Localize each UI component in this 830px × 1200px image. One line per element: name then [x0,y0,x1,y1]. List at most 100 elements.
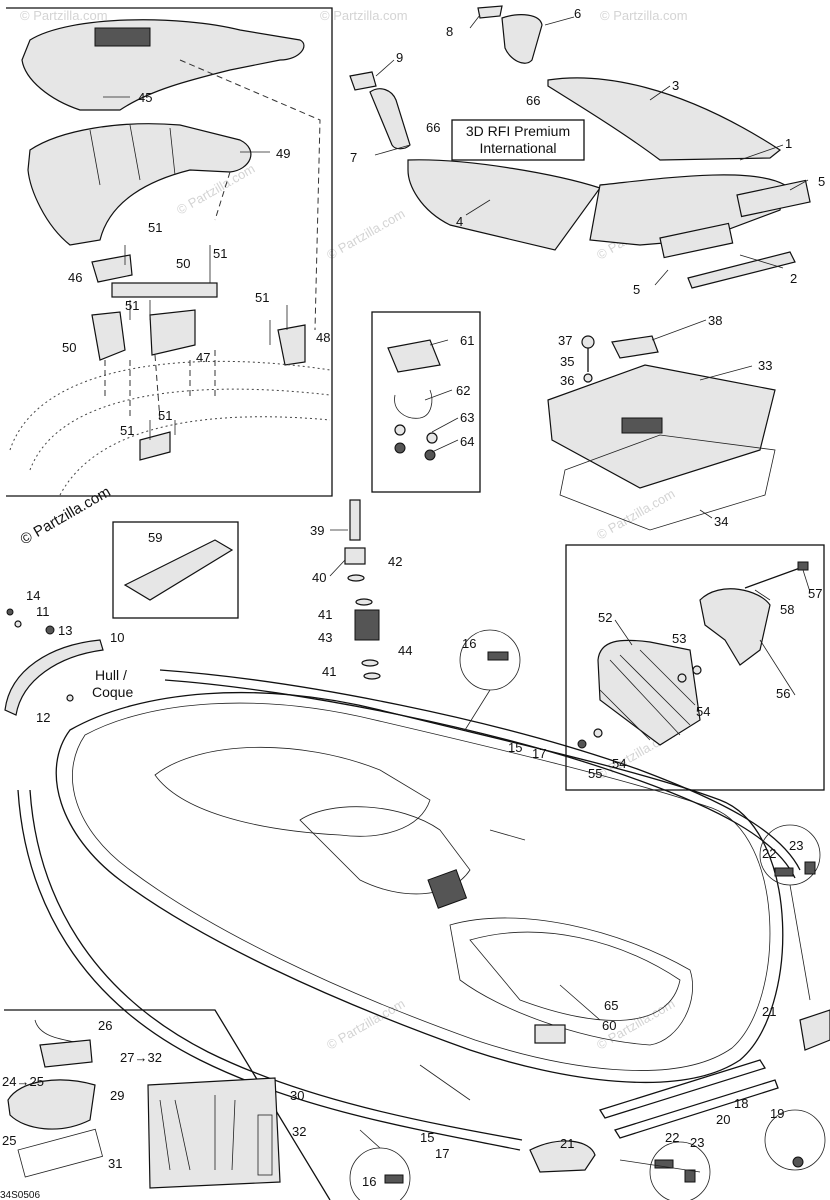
inset-frame-top-left [6,7,333,497]
hull-label-line1: Hull / [95,667,127,683]
decal-strip-2 [687,251,796,289]
rod-58 [744,567,801,589]
svg-text:© Partzilla.com: © Partzilla.com [324,206,407,263]
callout: 27→32 [120,1050,162,1065]
rear-storage-opening [449,917,693,1046]
callout: 15 [508,740,522,755]
callout: 16 [462,636,476,651]
hull-deck [4,608,801,1151]
hull-ghost-outline [9,360,331,496]
drawing-code: 34S0506 [0,1190,40,1200]
hatch-cover-group [547,335,776,531]
callout: 30 [290,1088,304,1103]
callout: 3 [672,78,679,93]
callout: 21 [560,1136,574,1151]
callout: 40 [312,570,326,585]
detail-circles [349,629,830,1200]
callout: 65 [604,998,618,1013]
svg-text:© Partzilla.com: © Partzilla.com [600,8,688,23]
washer-63 [394,424,406,436]
alignment-lines-top-left [104,59,321,421]
callout: 25 [2,1133,16,1148]
console-area [299,806,471,895]
nozzle-inset [565,544,825,791]
svg-text:© Partzilla.com: © Partzilla.com [594,486,677,543]
bolt-16-top [487,651,509,661]
decal-9 [349,71,377,91]
rail-15-17-top [159,669,801,871]
copyright-text: © Partzilla.com [18,483,114,548]
callout: 10 [110,630,124,645]
callout: 13 [58,623,72,638]
bracket-46 [91,254,133,283]
callout: 17 [532,746,546,761]
callout: 19 [770,1106,784,1121]
grill-52 [597,639,701,746]
inset-frame-latch [112,521,239,619]
callout: 32 [292,1124,306,1139]
decal-text-line2: International [479,140,556,156]
bumper-43 [354,609,380,641]
screw-53 [692,665,702,675]
storage-bin-part [27,123,252,246]
inset-frame-handle [371,311,481,493]
nut-64 [394,442,406,454]
decal-panel-5-lower [659,222,734,259]
callout: 26 [98,1018,112,1033]
callout: 24→25 [2,1074,44,1089]
seat-lock [427,869,468,909]
leader-curves [359,689,811,1173]
callout: 14 [26,588,40,603]
decal-panel-4 [407,159,601,251]
nut-23 [804,861,816,875]
callout: 46 [68,270,82,285]
callout: 33 [758,358,772,373]
washer-41b [361,659,379,667]
leader-lines [103,14,811,1101]
callout: 23 [789,838,803,853]
side-rail-10 [4,639,104,716]
bumper-stack [344,499,381,680]
callout: 51 [213,246,227,261]
knob-37 [581,335,595,349]
callout: 56 [776,686,790,701]
decal-6 [501,14,543,64]
callout: 66 [426,120,440,135]
callout: 53 [672,631,686,646]
latch-inset [112,521,239,619]
bracket-lower [139,431,171,461]
callout: 41 [318,607,332,622]
bracket-47 [149,309,196,356]
callout: 7 [350,150,357,165]
rail-15-17-bottom [17,789,521,1151]
callout: 23 [690,1135,704,1150]
callout: 42 [388,554,402,569]
callout: 39 [310,523,324,538]
callout: 18 [734,1096,748,1111]
callout: 4 [456,214,463,229]
washer-11 [14,620,22,628]
bracket-50-upper [111,282,218,298]
storage-cover-part [21,19,305,111]
callout: 59 [148,530,162,545]
decal-panel-1 [589,174,786,246]
callout: 44 [398,643,412,658]
callout: 61 [460,333,474,348]
callout: 52 [598,610,612,625]
callout: 54 [612,756,626,771]
handle-inset [371,311,481,493]
callout: 63 [460,410,474,425]
callout: 45 [138,90,152,105]
callout: 5 [818,174,825,189]
decal-text-line1: 3D RFI Premium [466,123,570,139]
washer-42 [347,574,365,582]
deflector-56 [699,588,771,666]
hull-inner [72,702,771,1071]
callout: 57 [808,586,822,601]
rail-20 [614,1079,779,1139]
detail-circle-22-23-bottom [649,1141,711,1200]
bolt-16-bottom [384,1174,404,1184]
callout: 47 [196,350,210,365]
bolt-22 [774,867,794,877]
washer-54 [677,673,687,683]
